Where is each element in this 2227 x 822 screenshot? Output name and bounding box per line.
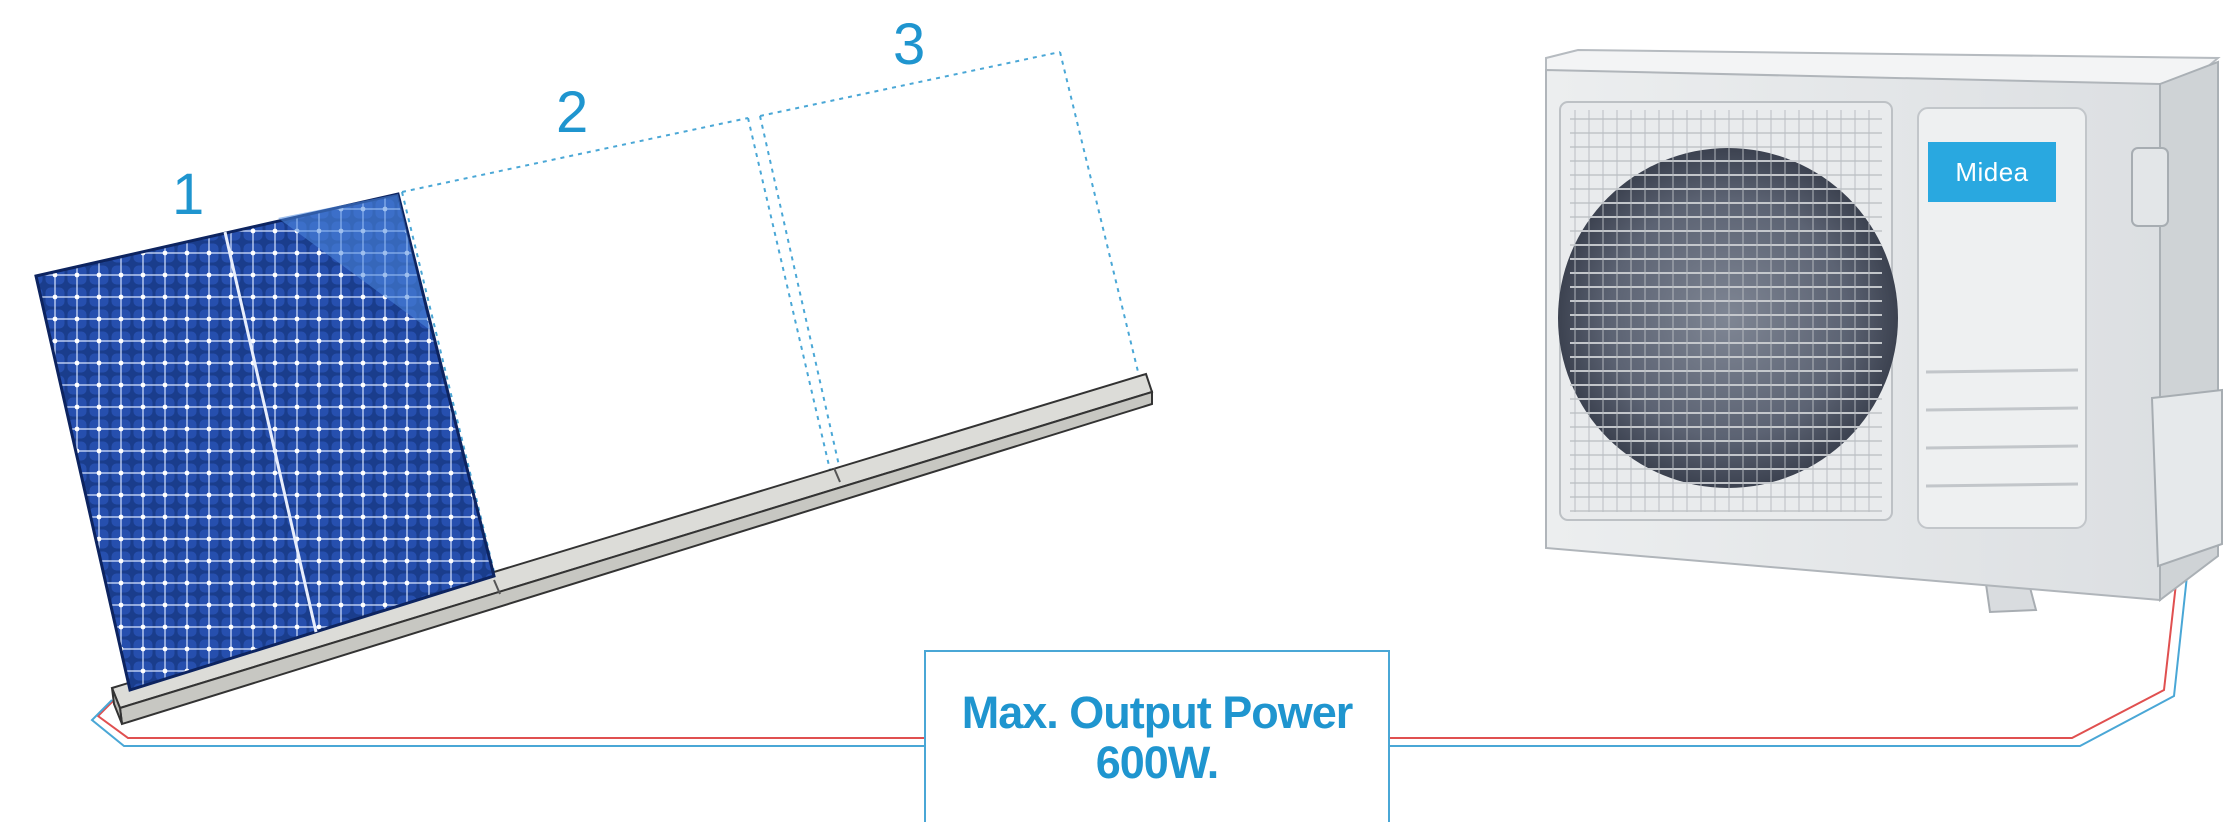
slot-number-2: 2 [556, 80, 589, 145]
power-label-box: Max. Output Power 600W. [924, 650, 1390, 822]
panel-slot-2 [401, 117, 831, 581]
ac-outdoor-unit-icon [1545, 48, 2223, 614]
slot-number-3: 3 [893, 12, 926, 77]
slot-number-1: 1 [172, 162, 205, 227]
fan-grille-icon [1558, 110, 1898, 512]
brand-badge: Midea [1928, 142, 2056, 202]
cable-blue [90, 547, 2191, 747]
cable-red [96, 547, 2181, 739]
solar-panel-icon [34, 192, 496, 692]
mounting-rail [110, 372, 1154, 726]
power-label-title: Max. Output Power [961, 687, 1354, 738]
power-label-value: 600W. [1095, 737, 1220, 788]
panel-slot-3 [759, 51, 1141, 471]
